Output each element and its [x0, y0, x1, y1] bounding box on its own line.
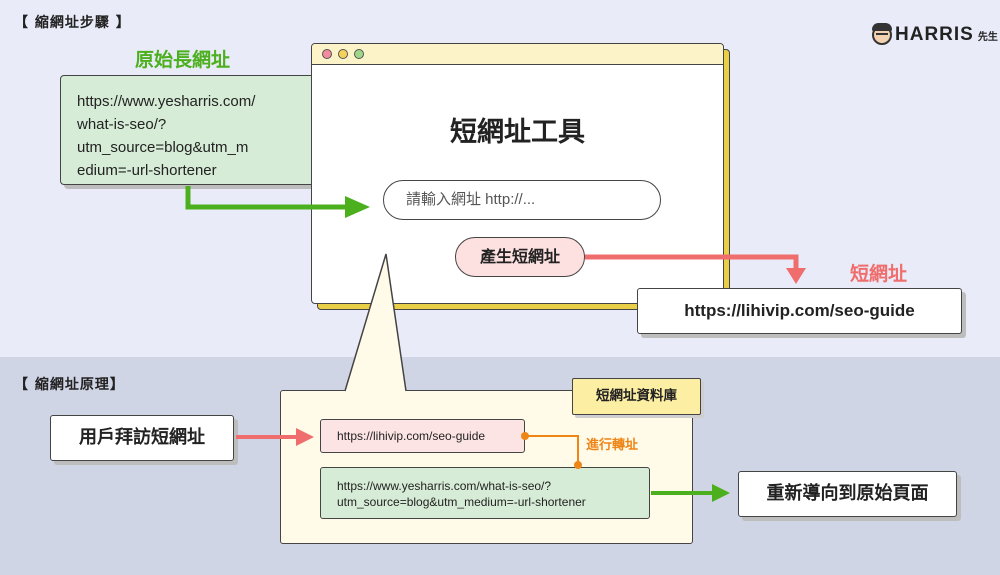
principle-section-title: 【 縮網址原理】 [14, 377, 125, 393]
redirect-label: 進行轉址 [586, 438, 639, 453]
browser-titlebar [312, 44, 723, 65]
original-url-label: 原始長網址 [135, 49, 231, 71]
original-url-line: https://www.yesharris.com/ [77, 93, 256, 110]
short-url-box: https://lihivip.com/seo-guide [637, 288, 962, 334]
generate-short-url-button[interactable]: 產生短網址 [455, 237, 585, 277]
logo-text: HARRIS [895, 24, 974, 45]
browser-frame: 短網址工具 請輸入網址 http://... 產生短網址 [311, 43, 724, 304]
db-long-url-line: https://www.yesharris.com/what-is-seo/? [337, 479, 552, 493]
original-url-line: edium=-url-shortener [77, 162, 217, 179]
maximize-dot-icon[interactable] [354, 49, 364, 59]
short-url-label: 短網址 [850, 263, 908, 285]
redirect-result-box: 重新導向到原始頁面 [738, 471, 957, 517]
tool-title: 短網址工具 [450, 117, 585, 148]
close-dot-icon[interactable] [322, 49, 332, 59]
original-url-box: https://www.yesharris.com/ what-is-seo/?… [60, 75, 335, 185]
steps-section-title: 【 縮網址步驟 】 [14, 15, 131, 31]
logo-suffix: 先生 [977, 31, 998, 43]
user-visit-box: 用戶拜訪短網址 [50, 415, 234, 461]
db-long-url-row: https://www.yesharris.com/what-is-seo/? … [320, 467, 650, 519]
harris-logo: HARRIS 先生 [872, 23, 998, 46]
url-input[interactable]: 請輸入網址 http://... [383, 180, 661, 220]
database-label: 短網址資料庫 [572, 378, 701, 415]
avatar-icon [872, 23, 892, 45]
original-url-line: what-is-seo/? [77, 116, 167, 133]
minimize-dot-icon[interactable] [338, 49, 348, 59]
db-long-url-line: utm_source=blog&utm_medium=-url-shortene… [337, 495, 586, 509]
browser-window: 短網址工具 請輸入網址 http://... 產生短網址 [311, 43, 730, 310]
db-short-url-row: https://lihivip.com/seo-guide [320, 419, 525, 453]
original-url-line: utm_source=blog&utm_m [77, 139, 249, 156]
